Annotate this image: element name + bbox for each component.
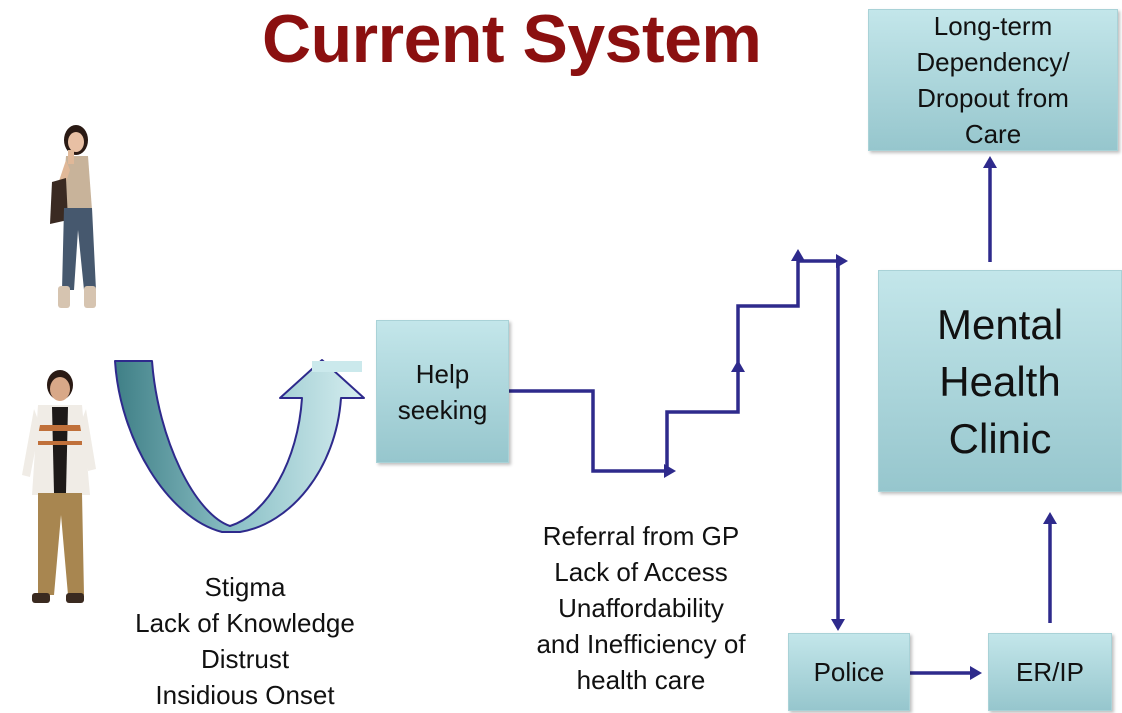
barrier-item: Stigma [204,572,286,602]
er-ip-label: ER/IP [1016,656,1084,687]
mental-health-clinic-box: Mental Health Clinic [878,270,1122,492]
help-seeking-box: Help seeking [376,320,509,463]
barriers-mid-list: Referral from GP Lack of Access Unafford… [500,518,782,698]
mental-health-clinic-label: Mental Health Clinic [936,300,1064,462]
arrow-head-dependency [983,156,997,168]
help-seeking-label: Help seeking [397,358,488,425]
barrier-item: Unaffordability [558,593,724,623]
barriers-left-list: Stigma Lack of Knowledge Distrust Insidi… [104,569,386,713]
barrier-item: Lack of Access [554,557,728,587]
arrow-head-police [831,619,845,631]
dependency-box: Long-term Dependency/ Dropout from Care [868,9,1118,151]
page-title: Current System [262,1,762,77]
arrow-head-clinic [1043,512,1057,524]
barrier-item: Insidious Onset [155,680,335,710]
er-ip-box: ER/IP [988,633,1112,711]
barrier-item: Lack of Knowledge [135,608,355,638]
arrow-head-top [836,254,848,268]
barrier-item: Distrust [200,644,290,674]
barrier-item: and Inefficiency of [536,629,746,659]
arrow-head-step1 [664,464,676,478]
u-turn-arrow [114,359,365,533]
arrow-head-step3 [791,249,805,261]
police-box: Police [788,633,910,711]
young-man-figure [22,370,96,603]
young-woman-figure [50,125,96,308]
barrier-item: health care [576,665,706,695]
arrow-head-step2 [731,360,745,372]
dependency-label: Long-term Dependency/ Dropout from Care [916,11,1070,149]
police-label: Police [813,656,885,687]
arrow-head-er [970,666,982,680]
barrier-item: Referral from GP [542,521,740,551]
staircase-path [509,389,668,473]
